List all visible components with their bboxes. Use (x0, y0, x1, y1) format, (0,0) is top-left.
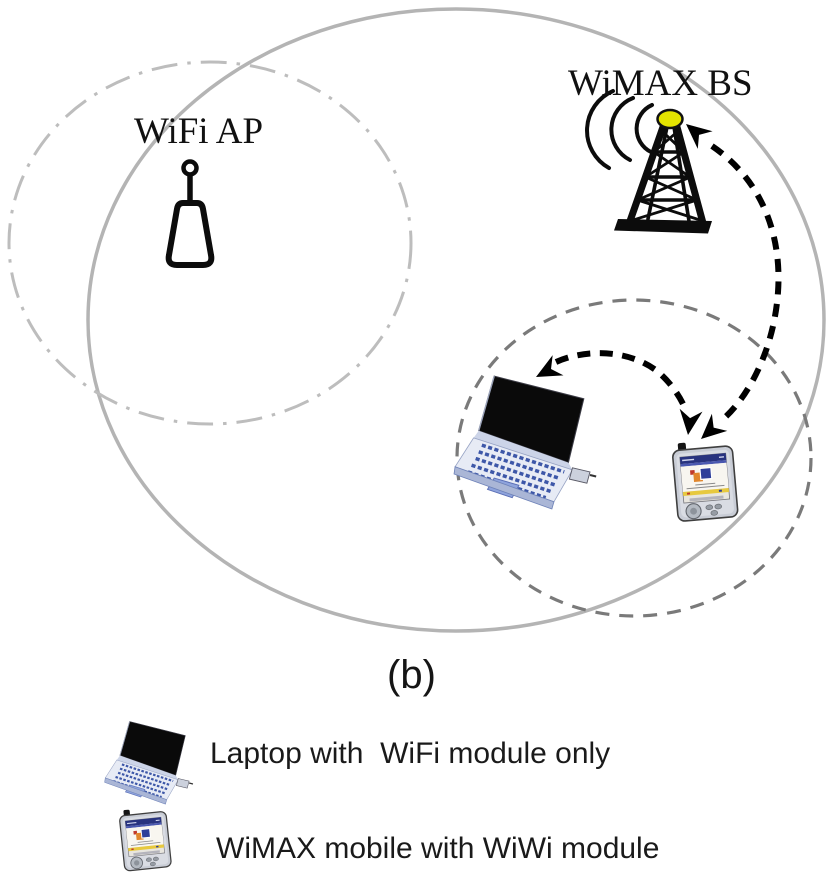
wimax-coverage-circle (86, 7, 826, 633)
bs-beacon-ball (656, 108, 684, 130)
wifi-ap-antenna-icon (165, 159, 215, 268)
laptop-mobile-link-arrow (530, 350, 703, 437)
wimax-bs-tower-icon (614, 108, 712, 234)
bs-mobile-link-arrow (678, 115, 782, 448)
legend-wimax-mobile-icon (118, 805, 173, 872)
legend-item-laptop-label: Laptop with WiFi module only (210, 737, 611, 770)
wimax-mobile-icon (670, 437, 740, 523)
legend-item-wimax-mobile-label: WiMAX mobile with WiWi module (216, 832, 660, 865)
wifi-ap-label: WiFi AP (134, 111, 264, 152)
legend-laptop-icon (103, 720, 195, 806)
figure-caption: (b) (387, 653, 436, 697)
wimax-bs-label: WiMAX BS (568, 63, 753, 104)
adhoc-network-circle (455, 298, 813, 618)
radio-waves-icon (585, 89, 654, 170)
wifi-coverage-circle (7, 60, 413, 426)
laptop-icon (452, 374, 598, 511)
